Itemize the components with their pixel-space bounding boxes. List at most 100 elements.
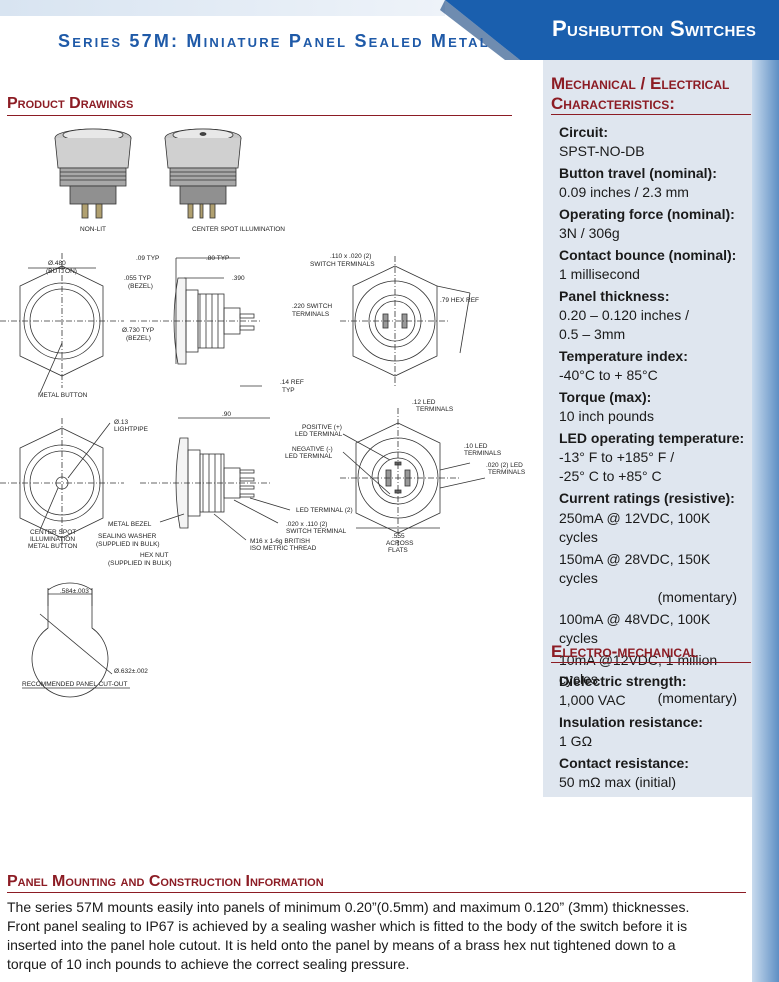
dim-button-dia-sub: (BUTTON) [46, 268, 77, 275]
dim-led-10b: TERMINALS [464, 450, 502, 457]
right-edge-strip [752, 60, 779, 982]
mounting-text: The series 57M mounts easily into panels… [7, 899, 690, 972]
rear-view-non-lit [340, 256, 471, 386]
dim-button-dia: Ø.480 [48, 260, 66, 267]
specs-heading-rule [551, 114, 751, 115]
label-hex-nut: HEX NUT [140, 552, 169, 559]
spec-label: Temperature index: [559, 348, 688, 364]
spec-item: Torque (max): 10 inch pounds [559, 388, 749, 426]
dim-bezel-dia-sub: (BEZEL) [126, 335, 151, 342]
dim-lightpipe2: LIGHTPIPE [114, 426, 149, 433]
panel-cutout [22, 582, 130, 698]
dim-hex-ref: .79 HEX REF [440, 297, 479, 304]
label-positive: POSITIVE (+) [302, 424, 342, 431]
label-sealing-washer2: (SUPPLIED IN BULK) [96, 541, 160, 548]
spec-label: Circuit: [559, 124, 608, 140]
label-thread2: ISO METRIC THREAD [250, 545, 317, 552]
dim-90: .90 [222, 411, 231, 418]
specs-list: Circuit: SPST-NO-DB Button travel (nomin… [559, 123, 749, 711]
rating-line: 250mA @ 12VDC, 100K cycles [559, 510, 711, 545]
dim-ref-14-sub: TYP [282, 387, 295, 394]
dim-across: .555 [392, 533, 405, 540]
side-view-lit [140, 417, 291, 541]
spec-value: 1,000 VAC [559, 692, 626, 708]
label-thread: M16 x 1-6g BRITISH [250, 538, 310, 545]
spec-label: Current ratings (resistive): [559, 490, 735, 506]
dim-led-10: .10 LED [464, 443, 488, 450]
spec-value: 10 inch pounds [559, 408, 654, 424]
series-title: Series 57M: Miniature Panel Sealed Metal [58, 31, 490, 51]
dim-across2: ACROSS [386, 540, 414, 547]
spec-value: 0.09 inches / 2.3 mm [559, 184, 689, 200]
spec-value: 1 GΩ [559, 733, 593, 749]
spec-label: Insulation resistance: [559, 714, 703, 730]
label-negative2: LED TERMINAL [285, 453, 333, 460]
label-hex-nut2: (SUPPLIED IN BULK) [108, 560, 172, 567]
spec-value: 0.20 – 0.120 inches / [559, 307, 689, 323]
spec-label: Torque (max): [559, 389, 652, 405]
label-metal-button: METAL BUTTON [38, 392, 88, 399]
rating-line: 150mA @ 28VDC, 150K cycles [559, 551, 711, 586]
spec-item: LED operating temperature: -13° F to +18… [559, 429, 749, 486]
dim-cut-width: .584±.003 [60, 588, 89, 595]
dim-lightpipe: Ø.13 [114, 419, 128, 426]
spec-label: LED operating temperature: [559, 430, 745, 446]
photo-label-center-spot: CENTER SPOT ILLUMINATION [192, 226, 285, 233]
label-center-spot3: METAL BUTTON [28, 543, 78, 550]
dim-led-020: .020 (2) LED [486, 462, 523, 469]
dim-bezel-dia: Ø.730 TYP [122, 327, 154, 334]
spec-label: Button travel (nominal): [559, 165, 717, 181]
specs-heading: Mechanical / Electrical Characteristics: [551, 74, 730, 113]
spec-label: Contact bounce (nominal): [559, 247, 737, 263]
spec-value: 50 mΩ max (initial) [559, 774, 677, 790]
category-title: Pushbutton Switches [552, 16, 757, 41]
dim-bezel-055-sub: (BEZEL) [128, 283, 153, 290]
dim-cut-dia: Ø.632±.002 [114, 668, 148, 675]
label-positive2: LED TERMINAL [295, 431, 343, 438]
spec-label: Operating force (nominal): [559, 206, 735, 222]
product-drawings: NON-LIT CENTER SPOT ILLUMINATION Ø.480 [0, 128, 526, 698]
spec-value: SPST-NO-DB [559, 143, 645, 159]
spec-item: Contact bounce (nominal): 1 millisecond [559, 246, 749, 284]
label-negative: NEGATIVE (-) [292, 446, 333, 453]
spec-item: Dielectric strength: 1,000 VAC [559, 672, 749, 710]
front-view-non-lit [0, 253, 124, 394]
electro-mechanical-heading: Electro-mechanical [551, 642, 698, 661]
spec-value-2: 0.5 – 3mm [559, 326, 626, 342]
rating-line: 100mA @ 48VDC, 100K cycles [559, 611, 711, 646]
dim-led-12b: TERMINALS [416, 406, 454, 413]
mounting-rule [7, 892, 746, 893]
label-panel-cutout: RECOMMENDED PANEL CUT-OUT [22, 681, 127, 688]
dim-across3: FLATS [388, 547, 408, 554]
specs-panel [543, 60, 752, 797]
dim-bezel-055: .055 TYP [124, 275, 151, 282]
product-drawings-rule [7, 115, 512, 116]
rating-line: (momentary) [657, 690, 737, 706]
dim-switch-term-b: .220 SWITCH [292, 303, 332, 310]
spec-item: Temperature index: -40°C to + 85°C [559, 347, 749, 385]
top-banner [0, 0, 779, 60]
dim-ref-14: .14 REF [280, 379, 304, 386]
spec-item: Button travel (nominal): 0.09 inches / 2… [559, 164, 749, 202]
spec-label: Contact resistance: [559, 755, 689, 771]
spec-item-ratings: Current ratings (resistive): 250mA @ 12V… [559, 489, 749, 708]
dim-led-020b: TERMINALS [488, 469, 526, 476]
dim-led-12: .12 LED [412, 399, 436, 406]
dim-switch-term-b2: TERMINALS [292, 311, 330, 318]
side-view-non-lit [130, 257, 262, 387]
rear-view-lit [340, 408, 486, 548]
label-sealing-washer: SEALING WASHER [98, 533, 157, 540]
dim-switch-term-a: .110 x .020 (2) [330, 253, 371, 260]
spec-item: Panel thickness: 0.20 – 0.120 inches / 0… [559, 287, 749, 344]
photo-label-non-lit: NON-LIT [80, 226, 106, 233]
spec-item: Operating force (nominal): 3N / 306g [559, 205, 749, 243]
spec-label: Dielectric strength: [559, 673, 687, 689]
spec-value: 1 millisecond [559, 266, 640, 282]
label-center-spot2: ILLUMINATION [30, 536, 75, 543]
label-center-spot: CENTER SPOT [30, 529, 76, 536]
photo-non-lit [54, 128, 132, 219]
rating-line: 10mA @12VDC, 1 million cycles [559, 652, 718, 687]
dim-switch-term-a2: SWITCH TERMINALS [310, 261, 375, 268]
dim-bezel-typ: .09 TYP [136, 255, 159, 262]
spec-item: Circuit: SPST-NO-DB [559, 123, 749, 161]
